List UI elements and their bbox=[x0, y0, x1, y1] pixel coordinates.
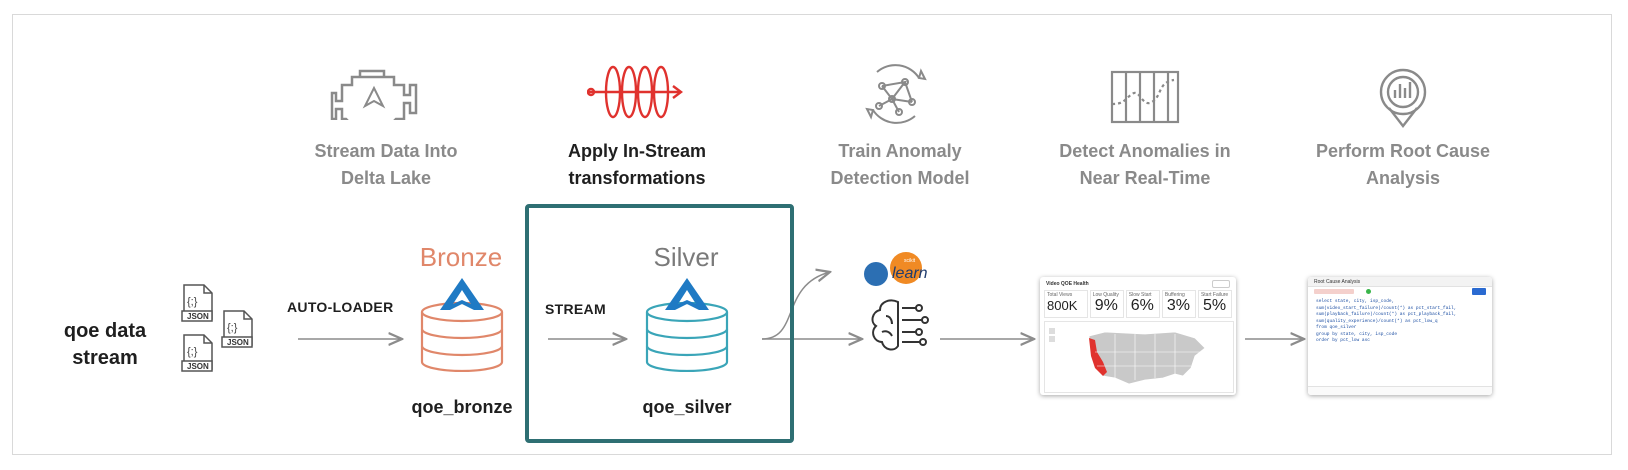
notebook-title: Root Cause Analysis bbox=[1314, 279, 1361, 285]
json-badge: JSON bbox=[227, 338, 249, 347]
kpi-label: Slow Start bbox=[1128, 292, 1152, 298]
chart-grid-icon bbox=[1110, 70, 1180, 124]
json-badge: JSON bbox=[187, 312, 209, 321]
bronze-tier-label: Bronze bbox=[419, 242, 503, 272]
code-line: sum(quality_experience)/count(*) as pct_… bbox=[1316, 318, 1438, 324]
bronze-table-name: qoe_bronze bbox=[411, 397, 513, 417]
network-globe-icon bbox=[865, 64, 927, 124]
code-line: select state, city, isp_code, bbox=[1316, 299, 1395, 304]
stage-title-line: Perform Root Cause bbox=[1315, 141, 1491, 161]
kpi-card: Buffering 3% bbox=[1161, 290, 1196, 318]
stage-title-line: Detection Model bbox=[830, 168, 970, 188]
dashboard-menu-button bbox=[1212, 280, 1230, 288]
stage-title-line: Detect Anomalies in bbox=[1059, 141, 1231, 161]
bronze-table-icon bbox=[420, 278, 504, 372]
stage-title-detect: Detect Anomalies in Near Real-Time bbox=[1030, 138, 1260, 192]
kpi-label: Buffering bbox=[1164, 292, 1185, 298]
silver-tier-label: Silver bbox=[653, 242, 719, 272]
kpi-value: 9% bbox=[1094, 297, 1118, 314]
us-map bbox=[1049, 328, 1206, 385]
stage-title-ingest: Stream Data Into Delta Lake bbox=[271, 138, 501, 192]
source-label: qoe data stream bbox=[45, 318, 165, 372]
sklearn-wordmark: learn bbox=[892, 265, 928, 282]
kpi-value: 3% bbox=[1166, 297, 1190, 314]
kpi-label: Total Views bbox=[1047, 292, 1073, 298]
transform-highlight-box bbox=[525, 204, 794, 443]
brain-circuit-icon bbox=[871, 299, 929, 351]
silver-table-name: qoe_silver bbox=[642, 397, 732, 417]
edge-label-autoloader: AUTO-LOADER bbox=[287, 299, 394, 315]
stage-title-line: Train Anomaly bbox=[838, 141, 962, 161]
json-files-icon: {;} {;} {;} JSON JSON JSON bbox=[181, 284, 253, 372]
edge-label-stream: STREAM bbox=[545, 301, 606, 317]
engine-icon bbox=[330, 69, 418, 120]
source-label-line: stream bbox=[72, 347, 138, 369]
rca-notebook-thumbnail: Root Cause Analysis select state, city, … bbox=[1308, 277, 1492, 395]
stage-title-line: Apply In-Stream bbox=[567, 141, 707, 161]
stage-title-line: Near Real-Time bbox=[1079, 168, 1211, 188]
kpi-card: Slow Start 6% bbox=[1125, 290, 1160, 318]
code-line: order by pct_low asc bbox=[1316, 338, 1371, 343]
magnifier-bars-icon bbox=[1379, 68, 1427, 128]
code-line: sum(playback_failure)/count(*) as pct_pl… bbox=[1316, 312, 1457, 317]
notebook-code-cell: select state, city, isp_code, sum(video_… bbox=[1316, 299, 1486, 345]
dashboard-map-panel bbox=[1044, 321, 1234, 393]
code-line: from qoe_silver bbox=[1316, 325, 1357, 330]
notebook-footer bbox=[1308, 386, 1492, 395]
stage-title-transform: Apply In-Stream transformations bbox=[522, 138, 752, 192]
json-glyph: {;} bbox=[187, 346, 198, 358]
kpi-card: Total Views 800K bbox=[1044, 290, 1088, 318]
notebook-cluster-chip bbox=[1314, 289, 1354, 294]
json-glyph: {;} bbox=[227, 322, 238, 334]
notebook-status-dot bbox=[1366, 289, 1371, 294]
dashboard-kpi-row: Total Views 800K Low Quality 9% Slow Sta… bbox=[1044, 290, 1233, 318]
source-label-line: qoe data bbox=[63, 320, 147, 342]
qoe-dashboard-thumbnail: Video QOE Health Total Views 800K Low Qu… bbox=[1040, 277, 1236, 395]
notebook-tabbar: Root Cause Analysis bbox=[1308, 277, 1492, 287]
stage-title-line: Stream Data Into bbox=[314, 141, 458, 161]
json-badge: JSON bbox=[187, 362, 209, 371]
stage-title-line: Analysis bbox=[1365, 168, 1441, 188]
kpi-value: 6% bbox=[1130, 297, 1154, 314]
stage-title-rca: Perform Root Cause Analysis bbox=[1288, 138, 1518, 192]
stream-coil-icon bbox=[587, 65, 683, 119]
kpi-label: Start Failure bbox=[1200, 292, 1229, 298]
stage-title-line: transformations bbox=[568, 168, 706, 188]
json-glyph: {;} bbox=[187, 296, 198, 308]
stage-title-line: Delta Lake bbox=[340, 168, 432, 188]
notebook-run-button bbox=[1472, 288, 1486, 295]
kpi-card: Low Quality 9% bbox=[1089, 290, 1124, 318]
dashboard-title: Video QOE Health bbox=[1046, 281, 1089, 287]
kpi-value: 5% bbox=[1202, 297, 1227, 314]
kpi-value: 800K bbox=[1047, 298, 1078, 313]
code-line: sum(video_start_failure)/count(*) as pct… bbox=[1316, 305, 1457, 311]
kpi-label: Low Quality bbox=[1092, 292, 1119, 298]
kpi-card: Start Failure 5% bbox=[1197, 290, 1233, 318]
code-line: group by state, city, isp_code bbox=[1316, 331, 1398, 337]
sklearn-logo: scikit learn bbox=[864, 252, 928, 286]
stage-title-train: Train Anomaly Detection Model bbox=[785, 138, 1015, 192]
silver-table-icon bbox=[645, 278, 729, 372]
sklearn-tag: scikit bbox=[904, 258, 916, 264]
